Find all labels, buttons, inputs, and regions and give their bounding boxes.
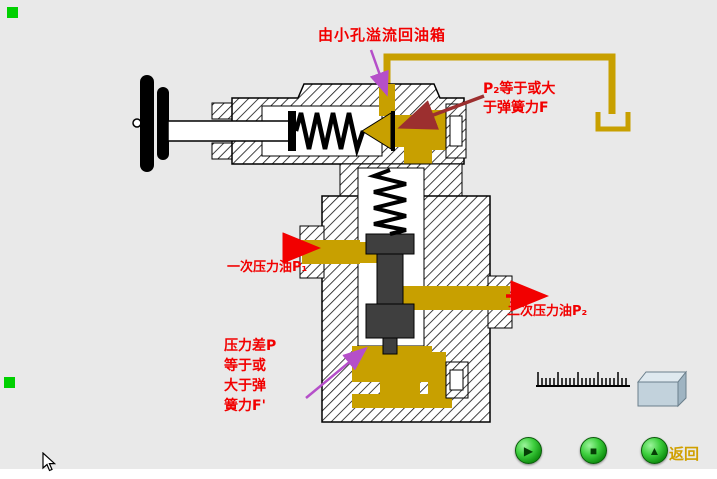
- rewind-button[interactable]: ▲: [641, 437, 668, 464]
- main-spring: [367, 168, 407, 236]
- annotation-arrows: [282, 49, 549, 399]
- poppet-cone: [361, 112, 392, 150]
- label-overflow-to-tank: 由小孔溢流回油箱: [318, 26, 447, 44]
- spool: [365, 233, 415, 255]
- play-button[interactable]: ▶: [515, 437, 542, 464]
- label-p2-condition: P₂等于或大 于弹簧力F: [483, 81, 556, 116]
- rewind-icon: ▲: [648, 443, 661, 458]
- tank-symbol: [595, 112, 631, 132]
- p2-pointer-arrow: [397, 94, 485, 130]
- green-marker-top-left: [7, 7, 18, 18]
- overflow-pointer-arrow: [369, 49, 389, 97]
- ruler: [536, 372, 630, 387]
- label-pressure-difference: 压力差P 等于或 大于弹 簧力F': [224, 338, 277, 414]
- handwheel: [132, 75, 169, 172]
- bottom-white-bar: [0, 469, 717, 479]
- label-secondary-pressure-oil: 二次压力油P₂: [507, 304, 588, 319]
- inlet-channel: [302, 240, 360, 264]
- mouse-cursor: [42, 451, 58, 476]
- stop-icon: ■: [589, 443, 598, 458]
- spring-seat: [288, 111, 296, 151]
- back-link[interactable]: 返回: [669, 445, 700, 463]
- stop-button[interactable]: ■: [580, 437, 607, 464]
- outlet-channel: [402, 286, 510, 310]
- pilot-spring: [293, 112, 366, 158]
- label-primary-pressure-oil: 一次压力油P₁: [227, 260, 308, 275]
- lower-body: [299, 163, 513, 423]
- block-3d: [636, 370, 688, 408]
- green-marker-mid-left: [4, 377, 15, 388]
- pressure-diff-pointer-arrow: [305, 346, 368, 399]
- adjust-screw-shaft: [167, 120, 293, 142]
- play-icon: ▶: [523, 443, 534, 458]
